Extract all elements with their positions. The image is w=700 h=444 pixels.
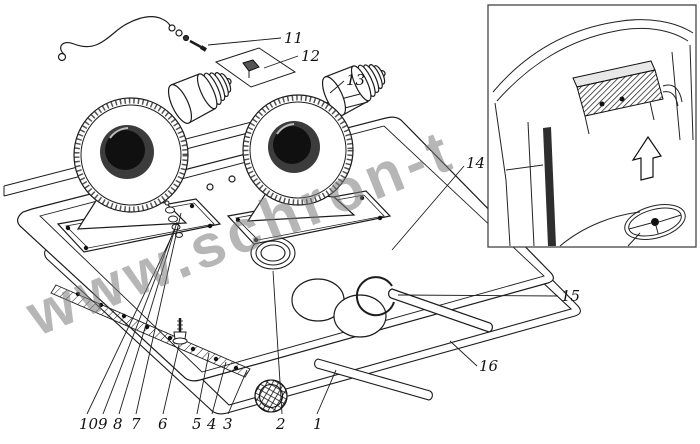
left-flange-bolts	[65, 203, 213, 251]
inset-steering-wheel	[624, 204, 686, 240]
vent-mesh-grommet	[254, 379, 288, 413]
leader-line-15	[397, 294, 559, 297]
callout-14: 14	[466, 154, 486, 172]
callout-11: 11	[284, 29, 304, 47]
leader-line-14	[391, 165, 465, 251]
callout-5: 5	[192, 415, 202, 433]
leader-line-13	[329, 80, 345, 94]
right-fan-motor	[321, 64, 386, 116]
wire-lead	[57, 16, 208, 62]
leader-line-8	[118, 221, 178, 415]
callout-6: 6	[158, 415, 168, 433]
callout-1: 1	[313, 415, 323, 433]
leader-line-5	[196, 352, 210, 415]
callout-12: 12	[301, 47, 321, 65]
right-blower-unit	[226, 64, 392, 245]
left-blower-unit	[56, 72, 232, 253]
leader-line-12	[263, 55, 299, 69]
leader-line-9	[102, 229, 175, 415]
leader-line-2	[272, 270, 283, 415]
panel-air-holes	[291, 278, 387, 338]
right-housing-knurl	[243, 95, 353, 205]
fastener-parts	[164, 200, 188, 345]
cover-plate	[214, 47, 297, 88]
callout-leader-lines	[86, 37, 559, 415]
seal-strip-screws	[75, 291, 239, 371]
left-fan-motor	[167, 72, 232, 124]
callout-16: 16	[479, 357, 499, 375]
inset-border	[487, 4, 697, 248]
installation-inset	[487, 4, 697, 248]
callout-3: 3	[223, 415, 233, 433]
callout-9: 9	[98, 415, 108, 433]
callout-15: 15	[561, 287, 581, 305]
mounting-bolt	[172, 318, 188, 345]
leader-line-1	[316, 369, 337, 415]
leader-line-10	[86, 237, 172, 415]
callout-10: 10	[79, 415, 99, 433]
leader-line-3	[227, 369, 248, 415]
leader-line-7	[135, 212, 182, 415]
callout-7: 7	[131, 415, 141, 433]
right-flange-bolts	[235, 195, 383, 243]
inset-heater-unit	[572, 60, 683, 135]
leader-line-16	[449, 340, 478, 367]
callout-4: 4	[207, 415, 217, 433]
leader-line-11	[207, 37, 282, 46]
callout-2: 2	[276, 415, 286, 433]
callout-13: 13	[346, 71, 366, 89]
leader-line-6	[162, 344, 180, 415]
left-housing-knurl	[74, 98, 188, 212]
retaining-ring	[355, 276, 395, 317]
inset-location-arrow	[631, 135, 662, 181]
leader-line-4	[211, 361, 227, 415]
callout-8: 8	[113, 415, 123, 433]
